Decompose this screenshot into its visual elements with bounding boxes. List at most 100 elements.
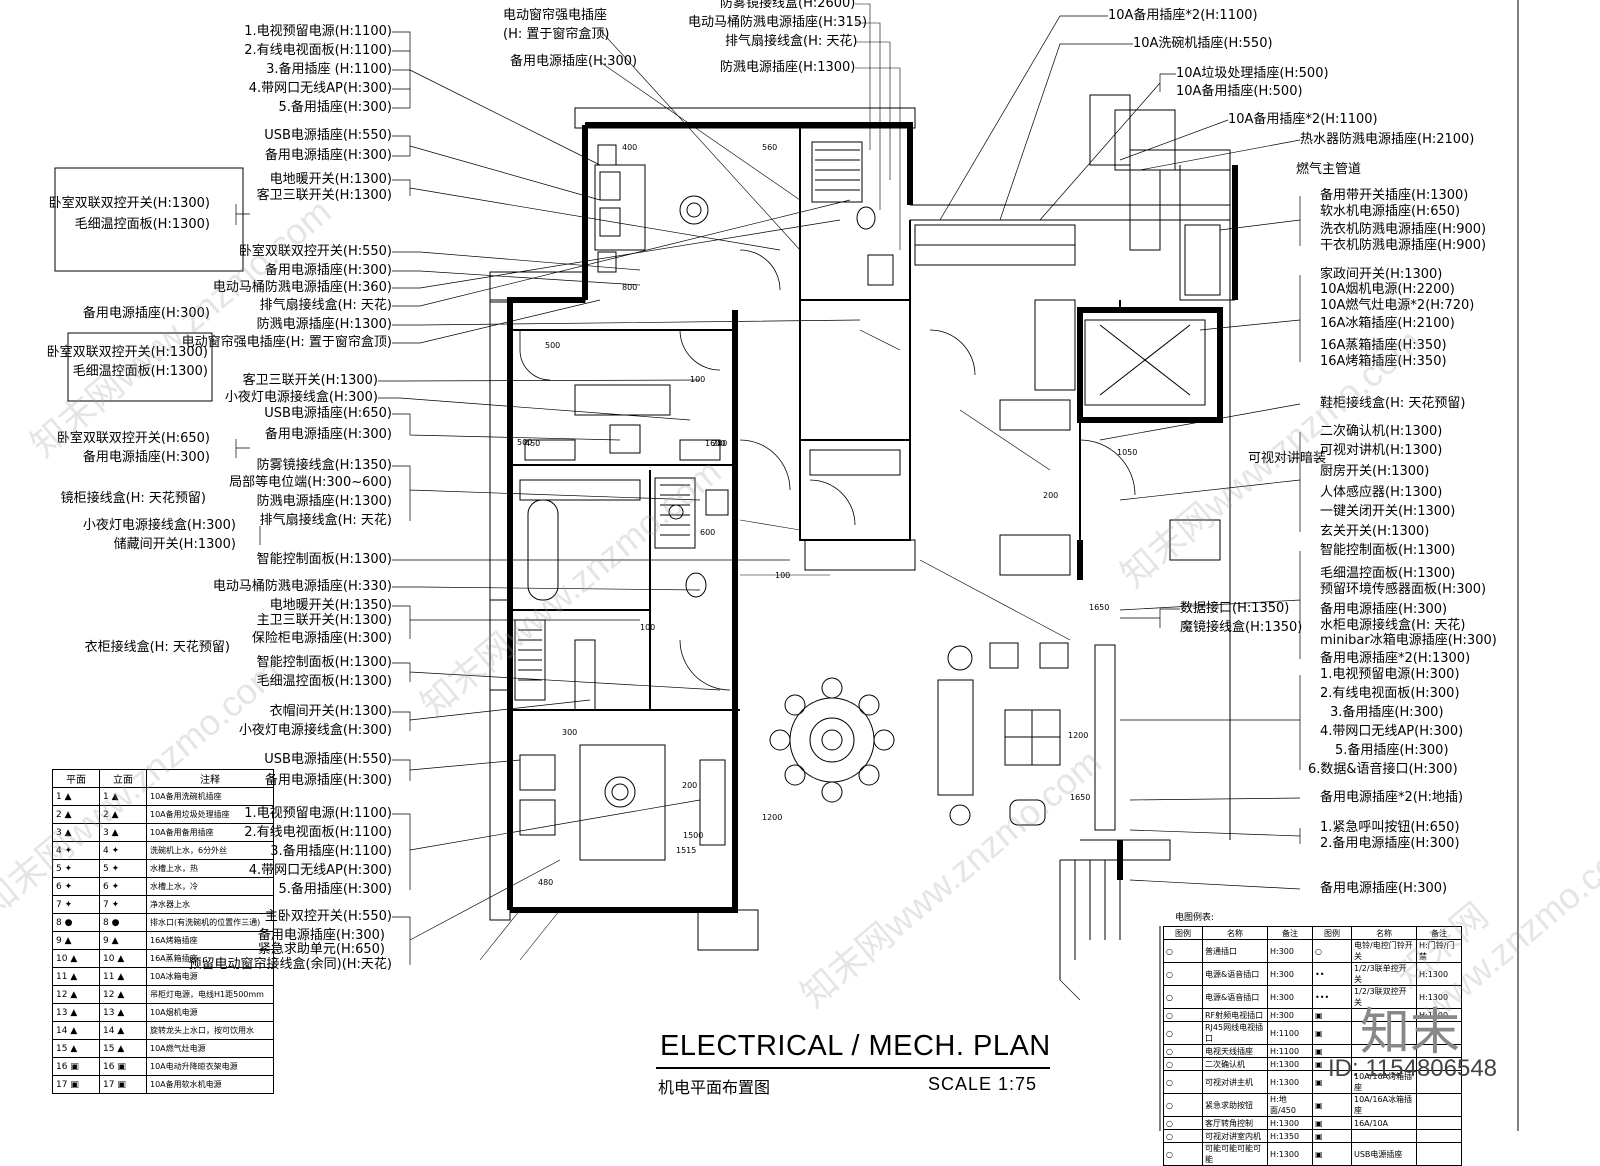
dimension-label: 1650 — [1070, 793, 1091, 802]
callout-label: 防雾镜接线盒(H:1350) — [256, 458, 392, 473]
legend-row: 16 ▣16 ▣10A电动升降晾衣架电源 — [52, 1057, 274, 1076]
legend-row: 15 ▲15 ▲10A燃气灶电源 — [52, 1039, 274, 1058]
legend-number: 9 — [103, 935, 109, 946]
symbol-table-cell — [1416, 1142, 1462, 1166]
legend-symbol-icon: ▣ — [114, 1061, 126, 1072]
callout-label: 电动窗帘强电插座 — [503, 8, 608, 23]
symbol-table-cell — [1416, 1093, 1462, 1117]
symbol-table-cell: H:1350 — [1267, 1129, 1313, 1143]
watermark-id: ID: 1154806548 — [1328, 1055, 1498, 1082]
symbol-table-cell: 可能可能可能可能 — [1202, 1142, 1268, 1166]
legend-row: 14 ▲14 ▲旋转龙头上水口，按可饮用水 — [52, 1021, 274, 1040]
dimension-label: 600 — [700, 528, 716, 537]
legend-note-cell: 水槽上水，热 — [146, 859, 274, 878]
dimension-label: 1500 — [683, 831, 704, 840]
callout-label: 4.带网口无线AP(H:300) — [248, 863, 392, 878]
legend-number: 6 — [56, 881, 62, 892]
dimension-label: 400 — [622, 143, 638, 152]
legend-plan-cell: 17 ▣ — [52, 1075, 100, 1094]
callout-label: 5.备用插座(H:300) — [278, 882, 392, 897]
symbol-table-cell: 电视天线插座 — [1202, 1044, 1268, 1058]
callout-label: 电动马桶防溅电源插座(H:360) — [212, 280, 392, 295]
legend-note-cell: 10A燃气灶电源 — [146, 1039, 274, 1058]
symbol-table-cell: H:300 — [1267, 985, 1313, 1009]
dimension-label: 1650 — [1089, 603, 1110, 612]
legend-note-cell: 10A烟机电源 — [146, 1003, 274, 1022]
legend-symbol-icon: ▲ — [108, 791, 119, 802]
legend-number: 17 — [56, 1079, 68, 1090]
legend-plan-cell: 7 ✦ — [52, 895, 100, 914]
legend-symbol-icon: ▲ — [114, 971, 125, 982]
legend-plan-cell: 6 ✦ — [52, 877, 100, 896]
legend-note-cell: 净水器上水 — [146, 895, 274, 914]
bathtub — [527, 499, 559, 601]
callout-label: 3.备用插座(H:300) — [1330, 705, 1444, 720]
legend-number: 11 — [103, 971, 115, 982]
callout-label: 玄关开关(H:1300) — [1320, 524, 1430, 539]
legend-row: 6 ✦6 ✦水槽上水，冷 — [52, 877, 274, 896]
symbol-table-cell: H:1100 — [1267, 1044, 1313, 1058]
legend-plan-cell: 5 ✦ — [52, 859, 100, 878]
symbol-table-cell: USB电源插座 — [1351, 1142, 1417, 1166]
drawing-subtitle: 机电平面布置图 — [658, 1078, 771, 1097]
callout-label: 一键关闭开关(H:1300) — [1320, 504, 1456, 519]
legend-number: 14 — [103, 1025, 115, 1036]
symbol-table-cell: ▣ — [1312, 1021, 1352, 1045]
callout-label: 防雾镜接线盒(H:2600) — [720, 0, 856, 11]
legend-plan-cell: 9 ▲ — [52, 931, 100, 950]
legend-row: 9 ▲9 ▲16A烤箱插座 — [52, 931, 274, 950]
callout-label: 衣帽间开关(H:1300) — [269, 704, 392, 719]
leader-lines-right — [939, 15, 1301, 890]
callout-label: 软水机电源插座(H:650) — [1320, 204, 1461, 219]
legend-number: 15 — [103, 1043, 115, 1054]
dimension-label: 100 — [640, 623, 656, 632]
legend-symbol-icon: ▲ — [61, 827, 72, 838]
legend-plan-cell: 4 ✦ — [52, 841, 100, 860]
symbol-table-cell: ▣ — [1312, 1129, 1352, 1143]
legend-number: 1 — [56, 791, 62, 802]
legend-note-cell: 10A备用洗碗机插座 — [146, 787, 274, 806]
legend-header-plan: 平面 — [52, 769, 100, 788]
legend-plan-cell: 8 ● — [52, 913, 100, 932]
legend-elevation-cell: 2 ▲ — [99, 805, 147, 824]
callout-label: 10A备用插座*2(H:1100) — [1108, 8, 1258, 23]
callout-label: 2.有线电视面板(H:1100) — [244, 43, 392, 58]
legend-number: 16 — [56, 1061, 68, 1072]
symbol-table-cell: 电源&语音插口 — [1202, 985, 1268, 1009]
symbol-table-cell: •• — [1312, 962, 1352, 986]
callout-label: 紧急求助单元(H:650) — [257, 942, 385, 957]
legend-note-cell: 10A冰箱电源 — [146, 967, 274, 986]
callout-label: 镜柜接线盒(H: 天花预留) — [60, 491, 206, 506]
dimension-label: 560 — [762, 143, 778, 152]
callout-label: 电地暖开关(H:1350) — [269, 598, 392, 613]
callout-label: 16A烤箱插座(H:350) — [1320, 354, 1447, 369]
symbol-table-cell: 客厅转角控制 — [1202, 1116, 1268, 1130]
legend-symbol-icon: ▲ — [114, 989, 125, 1000]
dimension-label: 480 — [538, 878, 554, 887]
legend-row: 3 ▲3 ▲10A备用备用插座 — [52, 823, 274, 842]
symbol-table-cell: ○ — [1163, 962, 1203, 986]
symbol-table-cell: H:1100 — [1267, 1021, 1313, 1045]
callout-label: 2.有线电视面板(H:1100) — [244, 825, 392, 840]
callout-label: 衣柜接线盒(H: 天花预留) — [84, 640, 230, 655]
symbol-table-cell: ○ — [1163, 1142, 1203, 1166]
title-underline — [656, 1067, 1050, 1069]
symbol-table-cell: 10A/16A冰箱插座 — [1351, 1093, 1417, 1117]
callout-label: 5.备用插座(H:300) — [1335, 743, 1449, 758]
callout-label: 水柜电源接线盒(H: 天花) — [1320, 618, 1466, 633]
legend-number: 10 — [56, 953, 68, 964]
symbol-table-cell: 1/2/3联双控开关 — [1351, 985, 1417, 1009]
legend-symbol-icon: ✦ — [61, 881, 73, 892]
callout-label: 毛细温控面板(H:1300) — [72, 364, 208, 379]
legend-note-cell: 16A烤箱插座 — [146, 931, 274, 950]
symbol-table-cell: H:300 — [1267, 962, 1313, 986]
legend-elevation-cell: 10 ▲ — [99, 949, 147, 968]
callout-label: 客卫三联开关(H:1300) — [242, 373, 378, 388]
callout-label: 排气扇接线盒(H: 天花) — [259, 298, 392, 313]
symbol-table-cell: 可视对讲室内机 — [1202, 1129, 1268, 1143]
callout-label: 电地暖开关(H:1300) — [269, 172, 392, 187]
dimension-label: 450 — [525, 439, 541, 448]
callout-label: 排气扇接线盒(H: 天花) — [725, 34, 858, 49]
